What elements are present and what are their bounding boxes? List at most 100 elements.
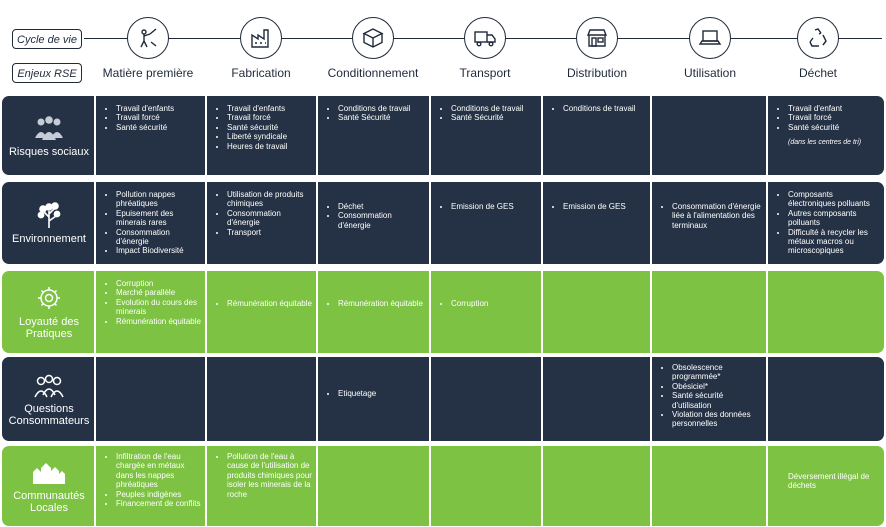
row-header: Loyauté des Pratiques: [2, 271, 96, 353]
matrix-cell: Utilisation de produits chimiquesConsomm…: [207, 182, 318, 264]
issue-item: Obésiciel*: [672, 382, 762, 391]
stage-label: Utilisation: [683, 66, 737, 80]
issue-list: Rémunération équitable: [213, 299, 312, 308]
column-divider: [766, 96, 768, 175]
matrix-cell: [652, 96, 768, 175]
column-divider: [94, 96, 96, 175]
issue-item: Conditions de travail: [451, 104, 537, 113]
issue-item: Santé Sécurité: [451, 113, 537, 122]
issue-item: Utilisation de produits chimiques: [227, 190, 312, 209]
matrix-cell: [652, 446, 768, 526]
box-icon: [352, 17, 394, 59]
issue-list: DéchetConsommation d'énergie: [324, 202, 425, 230]
column-divider: [650, 446, 652, 526]
issue-item: Travail forcé: [227, 113, 312, 122]
matrix-cell: [207, 357, 318, 441]
issue-item: Epuisement des minerais rares: [116, 209, 201, 228]
issue-item: Consommation d'énergie: [338, 211, 425, 230]
matrix-cell: Infiltration de l'eau chargée en métaux …: [96, 446, 207, 526]
issue-item: Violation des données personnelles: [672, 410, 762, 429]
issue-item: Heures de travail: [227, 142, 312, 151]
rse-row: Environnement Pollution nappes phréatique…: [2, 182, 884, 264]
issue-item: Impact Biodiversité: [116, 246, 201, 255]
column-divider: [205, 96, 207, 175]
stage-label: Transport: [459, 66, 511, 80]
issue-list: Pollution de l'eau à cause de l'utilisat…: [213, 452, 312, 499]
matrix-cell: [431, 357, 543, 441]
issue-item: Rémunération équitable: [116, 317, 201, 326]
matrix-cell: Conditions de travailSanté Sécurité: [431, 96, 543, 175]
gear-icon: [32, 284, 66, 312]
matrix-cell: Rémunération équitable: [207, 271, 318, 353]
row-header: Environnement: [2, 182, 96, 264]
issue-list: Corruption: [437, 299, 537, 308]
issue-list: Obsolescence programmée*Obésiciel*Santé …: [658, 363, 762, 429]
matrix-cell: Emission de GES: [543, 182, 652, 264]
column-divider: [650, 271, 652, 353]
column-divider: [766, 357, 768, 441]
cycle-de-vie-label: Cycle de vie: [12, 29, 82, 49]
issue-list: Utilisation de produits chimiquesConsomm…: [213, 190, 312, 237]
issue-item: Travail forcé: [788, 113, 880, 122]
consumers-icon: [32, 371, 66, 399]
column-divider: [94, 357, 96, 441]
column-divider: [205, 182, 207, 264]
shop-icon: [576, 17, 618, 59]
issue-text: Déversement illégal de déchets: [788, 472, 870, 491]
row-title: Risques sociaux: [8, 145, 90, 158]
matrix-cell: Conditions de travailSanté Sécurité: [318, 96, 431, 175]
houses-icon: [32, 458, 66, 486]
issue-list: Consommation d'énergie liée à l'alimenta…: [658, 202, 762, 230]
issue-list: Rémunération équitable: [324, 299, 425, 308]
column-divider: [650, 96, 652, 175]
row-header: Risques sociaux: [2, 96, 96, 175]
column-divider: [94, 271, 96, 353]
issue-item: Infiltration de l'eau chargée en métaux …: [116, 452, 201, 490]
column-divider: [541, 182, 543, 264]
issue-list: Conditions de travailSanté Sécurité: [437, 104, 537, 123]
tree-icon: [32, 201, 66, 229]
matrix-cell: DéchetConsommation d'énergie: [318, 182, 431, 264]
issue-list: Conditions de travail: [549, 104, 646, 113]
issue-item: Santé sécurité: [227, 123, 312, 132]
stage-label: Conditionnement: [327, 66, 419, 80]
enjeux-rse-label: Enjeux RSE: [12, 63, 82, 83]
matrix-cell: [318, 446, 431, 526]
issue-item: Consommation d'énergie: [227, 209, 312, 228]
column-divider: [94, 182, 96, 264]
matrix-cell: Rémunération équitable: [318, 271, 431, 353]
matrix-cell: Pollution nappes phréatiquesEpuisement d…: [96, 182, 207, 264]
issue-item: Obsolescence programmée*: [672, 363, 762, 382]
column-divider: [205, 271, 207, 353]
cell-note: (dans les centres de tri): [788, 139, 862, 147]
stage-label: Déchet: [798, 66, 838, 80]
issue-item: Déchet: [338, 202, 425, 211]
issue-item: Difficulté à recycler les métaux macros …: [788, 228, 880, 256]
row-title: Loyauté des Pratiques: [19, 316, 79, 340]
rse-row: Communautés Locales Infiltration de l'eau…: [2, 446, 884, 526]
issue-item: Rémunération équitable: [227, 299, 312, 308]
matrix-cell: CorruptionMarché parallèleEvolution du c…: [96, 271, 207, 353]
matrix-cell: Conditions de travail: [543, 96, 652, 175]
issue-item: Evolution du cours des minerais: [116, 298, 201, 317]
column-divider: [650, 182, 652, 264]
row-title: Environnement: [12, 233, 86, 245]
truck-icon: [464, 17, 506, 59]
issue-list: Pollution nappes phréatiquesEpuisement d…: [102, 190, 201, 256]
matrix-cell: [543, 271, 652, 353]
matrix-cell: Pollution de l'eau à cause de l'utilisat…: [207, 446, 318, 526]
issue-item: Corruption: [116, 279, 201, 288]
matrix-cell: Etiquetage: [318, 357, 431, 441]
column-divider: [205, 357, 207, 441]
issue-item: Emission de GES: [451, 202, 537, 211]
issue-item: Santé sécurité d'utilisation: [672, 391, 762, 410]
row-header: Communautés Locales: [2, 446, 96, 526]
column-divider: [316, 357, 318, 441]
column-divider: [766, 271, 768, 353]
column-divider: [316, 182, 318, 264]
matrix-cell: [768, 271, 884, 353]
people-icon: [32, 114, 66, 142]
issue-item: Etiquetage: [338, 389, 425, 398]
column-divider: [429, 96, 431, 175]
column-divider: [205, 446, 207, 526]
